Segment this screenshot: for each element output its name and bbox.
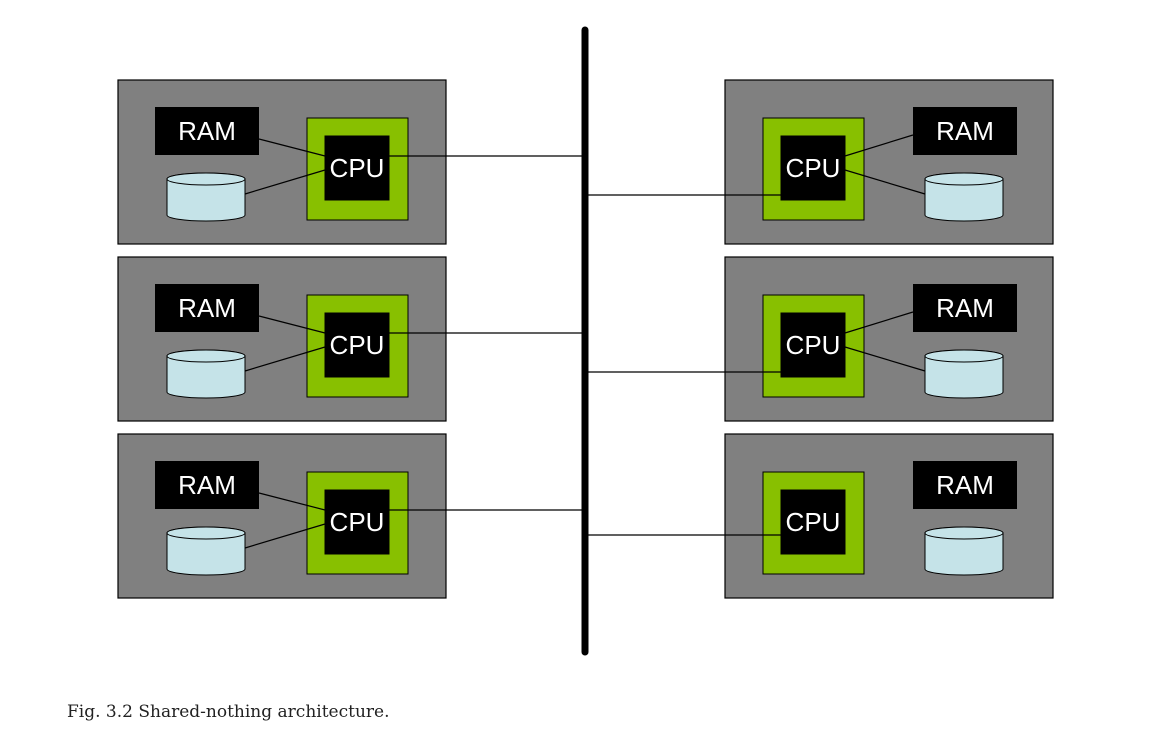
cpu-label: CPU [786,507,841,537]
cpu-chip [780,135,846,201]
ram-label: RAM [178,293,236,323]
ram-cpu-link [258,138,326,157]
cpu-chip [324,312,390,378]
disk-top [924,349,1004,363]
cpu-label: CPU [330,507,385,537]
node-right-2: RAM CPU [582,256,1054,422]
shared-nothing-diagram: RAM CPU RAM CPU RAM CPU RAM CPU RAM CPU RAM CPU [117,26,1054,656]
ram-cpu-link [844,134,914,157]
ram-cpu-link [258,315,326,334]
disk-top [166,526,246,540]
ram-label: RAM [936,293,994,323]
disk-top [166,172,246,186]
ram-block [155,461,259,509]
disk-top [166,349,246,363]
ram-label: RAM [936,470,994,500]
disk-cpu-link [244,523,326,549]
ram-label: RAM [936,116,994,146]
ram-block [913,107,1017,155]
cpu-label: CPU [786,153,841,183]
disk-cpu-link [244,169,326,195]
ram-block [155,284,259,332]
ram-cpu-link [258,492,326,511]
ram-label: RAM [178,470,236,500]
node-right-3: RAM CPU [582,433,1054,599]
node-left-1: RAM CPU [117,79,582,245]
cpu-chip [780,489,846,555]
figure-caption: Fig. 3.2 Shared-nothing architecture. [67,702,390,722]
disk-cpu-link [244,346,326,372]
disk-cpu-link [844,169,926,195]
node-left-2: RAM CPU [117,256,582,422]
ram-label: RAM [178,116,236,146]
disk-cpu-link [844,346,926,372]
ram-block [913,461,1017,509]
cpu-chip [780,312,846,378]
ram-block [155,107,259,155]
node-left-3: RAM CPU [117,433,582,599]
cpu-label: CPU [330,330,385,360]
ram-cpu-link [844,311,914,334]
cpu-chip [324,489,390,555]
cpu-chip [324,135,390,201]
disk-top [924,526,1004,540]
disk-top [924,172,1004,186]
cpu-label: CPU [330,153,385,183]
cpu-label: CPU [786,330,841,360]
node-right-1: RAM CPU [582,79,1054,245]
ram-block [913,284,1017,332]
